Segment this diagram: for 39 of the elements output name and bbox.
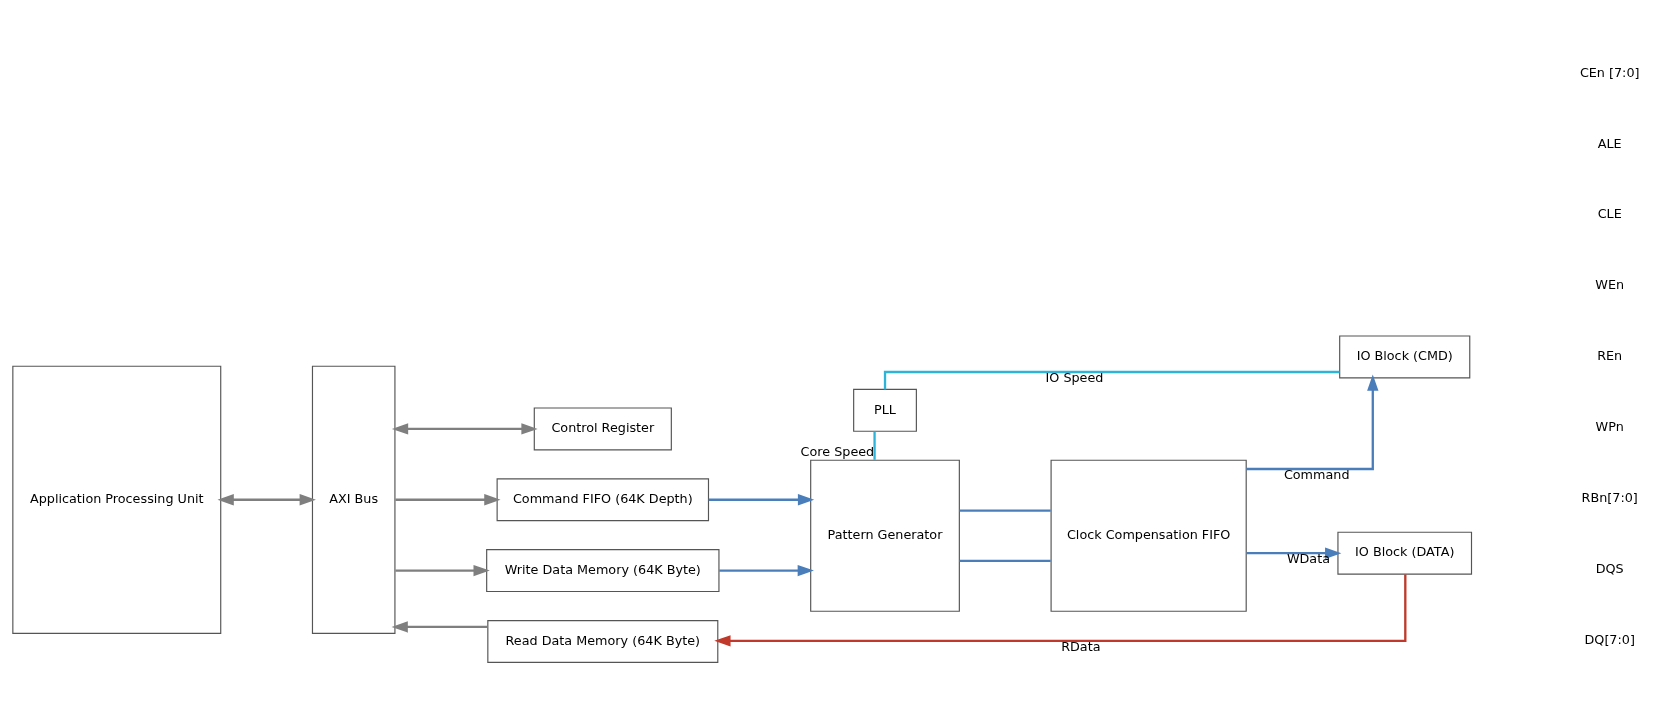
node-box: Clock Compensation FIFO: [1050, 459, 1247, 612]
node-box: PLL: [853, 388, 917, 432]
arrow: [395, 564, 490, 577]
node-box: Write Data Memory (64K Byte): [486, 549, 720, 593]
label: WPn: [1595, 419, 1624, 435]
connector: [959, 509, 1051, 512]
arrow: [708, 494, 815, 506]
node-box: Command FIFO (64K Depth): [496, 478, 710, 522]
edge-label: Command: [1283, 467, 1350, 483]
connector: [959, 559, 1051, 563]
arrow: [391, 423, 538, 435]
label: DQS: [1595, 560, 1624, 576]
arrow: [217, 494, 316, 506]
node-box: IO Block (CMD): [1339, 335, 1471, 379]
node-box: Application Processing Unit: [12, 365, 222, 634]
arrow: [391, 621, 488, 633]
node-box: Pattern Generator: [810, 459, 960, 612]
label: WEn: [1595, 277, 1625, 293]
edge-label: RData: [1061, 639, 1101, 655]
node-box: IO Block (DATA): [1337, 531, 1473, 575]
edge-label: IO Speed: [1045, 370, 1104, 386]
arrow: [1246, 547, 1342, 559]
label: REn: [1597, 348, 1623, 364]
label: DQ[7:0]: [1584, 631, 1635, 647]
arrow: [1246, 374, 1379, 471]
node-box: Control Register: [533, 407, 672, 451]
label: CLE: [1597, 206, 1622, 222]
arrow: [714, 574, 1407, 647]
arrow: [395, 494, 501, 506]
label: CEn [7:0]: [1579, 64, 1640, 80]
connector: [873, 431, 876, 460]
label: ALE: [1597, 135, 1622, 151]
edge-label: WData: [1286, 551, 1330, 567]
edge-label: Core Speed: [800, 443, 875, 459]
node-box: Read Data Memory (64K Byte): [487, 619, 719, 663]
label: RBn[7:0]: [1581, 489, 1638, 505]
arrow: [719, 564, 814, 577]
node-box: AXI Bus: [311, 365, 396, 634]
connector: [883, 370, 1340, 390]
